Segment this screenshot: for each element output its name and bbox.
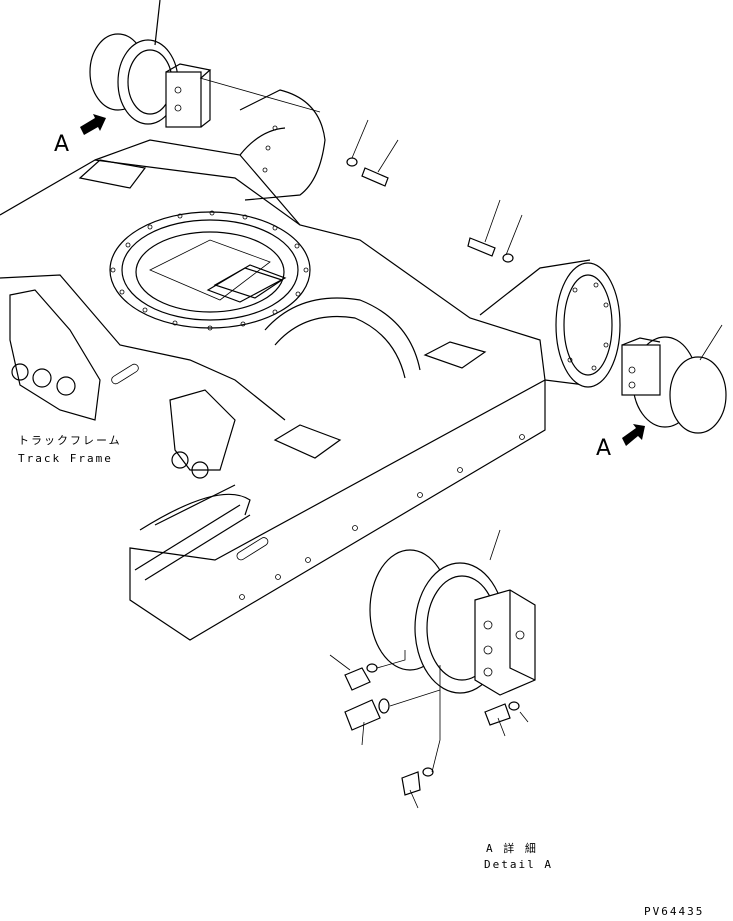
travel-motor-right: [621, 324, 727, 434]
upper-mount-housing: [239, 89, 326, 201]
drawing-number: PV64435: [644, 905, 705, 918]
bolt-washer-set-upper: [346, 119, 399, 187]
track-frame-label-en: Track Frame: [18, 452, 113, 465]
view-arrow-top-icon: [80, 114, 106, 135]
view-marker-right: A: [596, 436, 612, 461]
view-arrow-right-icon: [622, 424, 645, 446]
travel-motor-upper-left: [89, 0, 321, 128]
track-frame-label-jp: トラックフレーム: [18, 434, 122, 447]
bolt-washer-set-right: [467, 199, 523, 263]
detail-a-motor: [369, 529, 536, 696]
detail-label-jp: A 詳 細: [486, 842, 538, 855]
view-marker-top: A: [54, 132, 70, 157]
track-frame: [0, 139, 546, 641]
detail-label-en: Detail A: [484, 858, 553, 871]
detail-a-fittings: [329, 650, 529, 809]
turntable-bolt-holes: [110, 210, 309, 331]
motor-mount-housing: [479, 259, 621, 388]
